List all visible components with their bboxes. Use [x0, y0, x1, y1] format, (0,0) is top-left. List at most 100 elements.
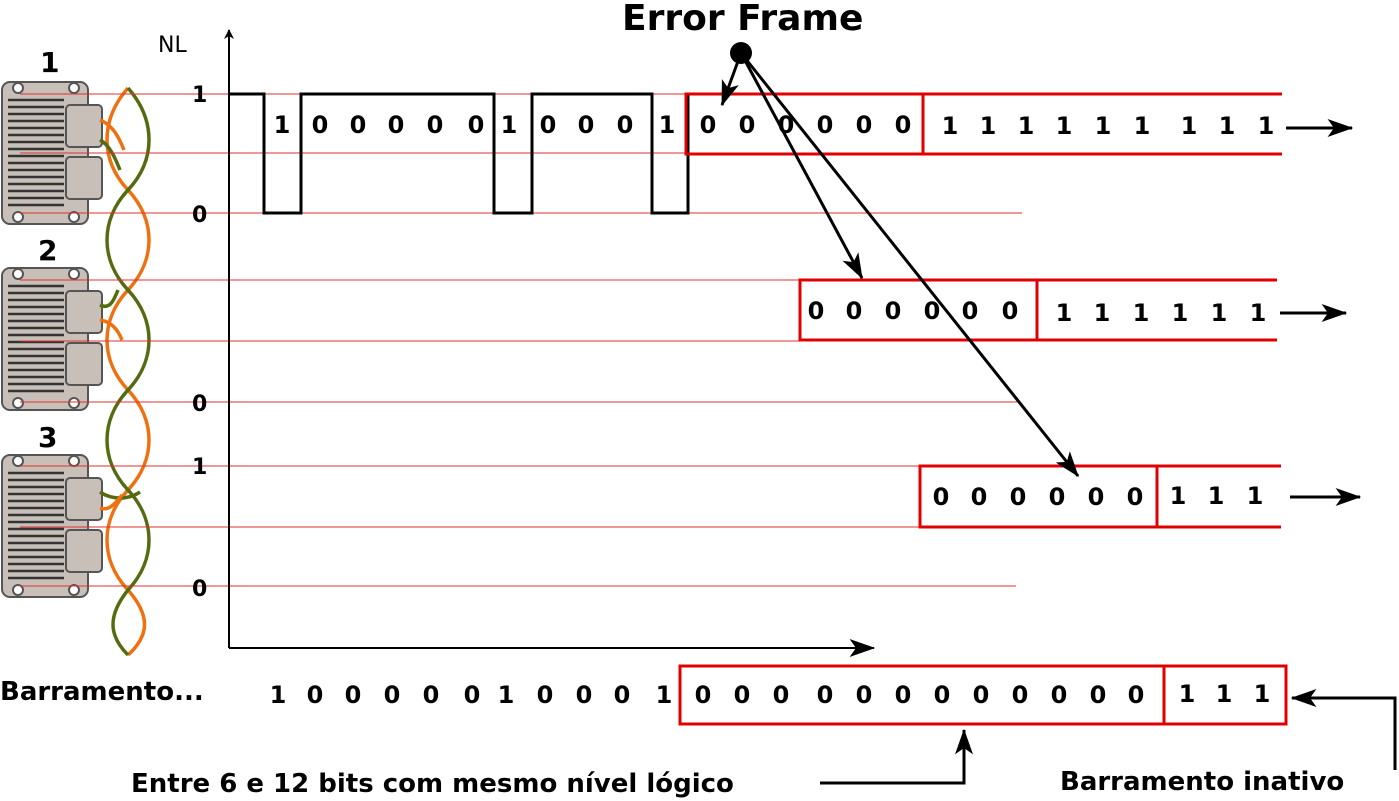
node-2-label: 2 — [38, 234, 57, 267]
node-2-delimiter-one-3: 1 — [1172, 299, 1189, 327]
bus-data-bit-9: 0 — [614, 681, 631, 709]
ecu-devices — [1, 81, 103, 598]
bus-label: Barramento... — [0, 677, 204, 707]
node-3-error-zero-1: 0 — [971, 483, 988, 511]
node-2-delimiter-one-4: 1 — [1211, 299, 1228, 327]
node-1-data-bit-1: 0 — [312, 111, 329, 139]
node-1-error-zero-0: 0 — [700, 111, 717, 139]
node-1-data-bit-7: 0 — [540, 111, 557, 139]
node-3-error-zero-3: 0 — [1049, 483, 1066, 511]
bus-error-bit-1: 0 — [734, 681, 751, 709]
bus-error-bit-3: 0 — [817, 681, 834, 709]
node-3-delimiter-one-1: 1 — [1208, 482, 1225, 510]
bus-error-bit-0: 0 — [695, 681, 712, 709]
bus-idle-bit-2: 1 — [1254, 680, 1271, 708]
node-2-delimiter-one-5: 1 — [1250, 299, 1267, 327]
bus-error-bit-11: 0 — [1128, 681, 1145, 709]
y-axis-label: NL — [158, 33, 187, 58]
node-3-delimiter-box — [1155, 464, 1281, 529]
node-1-data-bit-6: 1 — [501, 111, 518, 139]
node-1-data-bit-0: 1 — [274, 111, 291, 139]
node-2-delimiter-box — [1035, 278, 1277, 342]
bus-data-bit-4: 0 — [423, 681, 440, 709]
node-1-delimiter-one-3: 1 — [1056, 112, 1073, 140]
node-1-delimiter-one-8: 1 — [1258, 112, 1275, 140]
node-1-data-bit-4: 0 — [427, 111, 444, 139]
node-3-error-zero-0: 0 — [933, 483, 950, 511]
node-3-level-low: 0 — [192, 577, 207, 602]
bus-data-bit-5: 0 — [464, 681, 481, 709]
bus-idle-bit-0: 1 — [1179, 680, 1196, 708]
bus-data-bit-3: 0 — [384, 681, 401, 709]
node-3-error-zero-2: 0 — [1010, 483, 1027, 511]
node-2-error-zero-3: 0 — [924, 297, 941, 325]
bus-error-bit-7: 0 — [973, 681, 990, 709]
node-1-delimiter-one-2: 1 — [1018, 112, 1035, 140]
bus-data-bit-10: 1 — [656, 681, 673, 709]
node-1-delimiter-one-6: 1 — [1181, 112, 1198, 140]
bus-error-bit-4: 0 — [856, 681, 873, 709]
ecu-device-3-icon — [1, 454, 103, 598]
node-1-data-bit-9: 0 — [617, 111, 634, 139]
node-3-error-zero-4: 0 — [1088, 483, 1105, 511]
node-1-level-high: 1 — [192, 83, 207, 108]
node-1-delimiter-one-0: 1 — [942, 112, 959, 140]
node-3-level-high: 1 — [192, 455, 207, 480]
node-1-data-bit-2: 0 — [350, 111, 367, 139]
node-3-label: 3 — [38, 421, 57, 454]
bus-idle-box — [1162, 664, 1288, 726]
node-2-level-low: 0 — [192, 392, 207, 417]
node-2-error-zero-4: 0 — [962, 297, 979, 325]
ecu-device-2-icon — [1, 267, 103, 411]
node-2-error-zero-2: 0 — [885, 297, 902, 325]
bus-error-bit-2: 0 — [773, 681, 790, 709]
node-1-data-bit-3: 0 — [388, 111, 405, 139]
node-2-error-zero-0: 0 — [808, 297, 825, 325]
node-1-signal-waveform — [229, 92, 1185, 215]
node-1-data-bit-8: 0 — [578, 111, 595, 139]
bus-data-bit-0: 1 — [270, 681, 287, 709]
bus-error-bit-10: 0 — [1090, 681, 1107, 709]
bus-data-bit-1: 0 — [307, 681, 324, 709]
node-1-data-bit-10: 1 — [659, 111, 676, 139]
node-1-delimiter-one-5: 1 — [1134, 112, 1151, 140]
bus-error-bit-6: 0 — [934, 681, 951, 709]
bus-data-bit-7: 0 — [537, 681, 554, 709]
bus-error-bit-8: 0 — [1012, 681, 1029, 709]
node-1-delimiter-one-7: 1 — [1219, 112, 1236, 140]
bus-idle-bit-1: 1 — [1216, 680, 1233, 708]
node-2-delimiter-one-0: 1 — [1056, 299, 1073, 327]
same-level-annotation: Entre 6 e 12 bits com mesmo nível lógico — [131, 769, 734, 799]
bus-data-bit-6: 1 — [498, 681, 515, 709]
bus-data-bit-8: 0 — [576, 681, 593, 709]
idle-annotation: Barramento inativo — [1060, 767, 1344, 797]
node-1-error-zero-1: 0 — [739, 111, 756, 139]
bus-error-bit-9: 0 — [1051, 681, 1068, 709]
node-1-label: 1 — [40, 46, 59, 79]
node-1-data-bit-5: 0 — [468, 111, 485, 139]
node-3-error-zero-5: 0 — [1127, 483, 1144, 511]
node-1-delimiter-box — [921, 92, 1282, 156]
error-arrow-to-node-1 — [720, 52, 743, 107]
idle-pointer-arrow — [1290, 689, 1397, 770]
node-1-error-zero-3: 0 — [817, 111, 834, 139]
bus-error-bit-5: 0 — [895, 681, 912, 709]
error-arrow-to-node-2 — [739, 52, 864, 280]
node-1-delimiter-one-4: 1 — [1095, 112, 1112, 140]
node-1-level-low: 0 — [192, 203, 207, 228]
node-2-error-zero-5: 0 — [1002, 297, 1019, 325]
node-3-error-flag-box — [918, 464, 1159, 529]
node-3-delimiter-one-2: 1 — [1247, 482, 1264, 510]
node-2-delimiter-one-1: 1 — [1094, 299, 1111, 327]
node-1-error-zero-4: 0 — [856, 111, 873, 139]
